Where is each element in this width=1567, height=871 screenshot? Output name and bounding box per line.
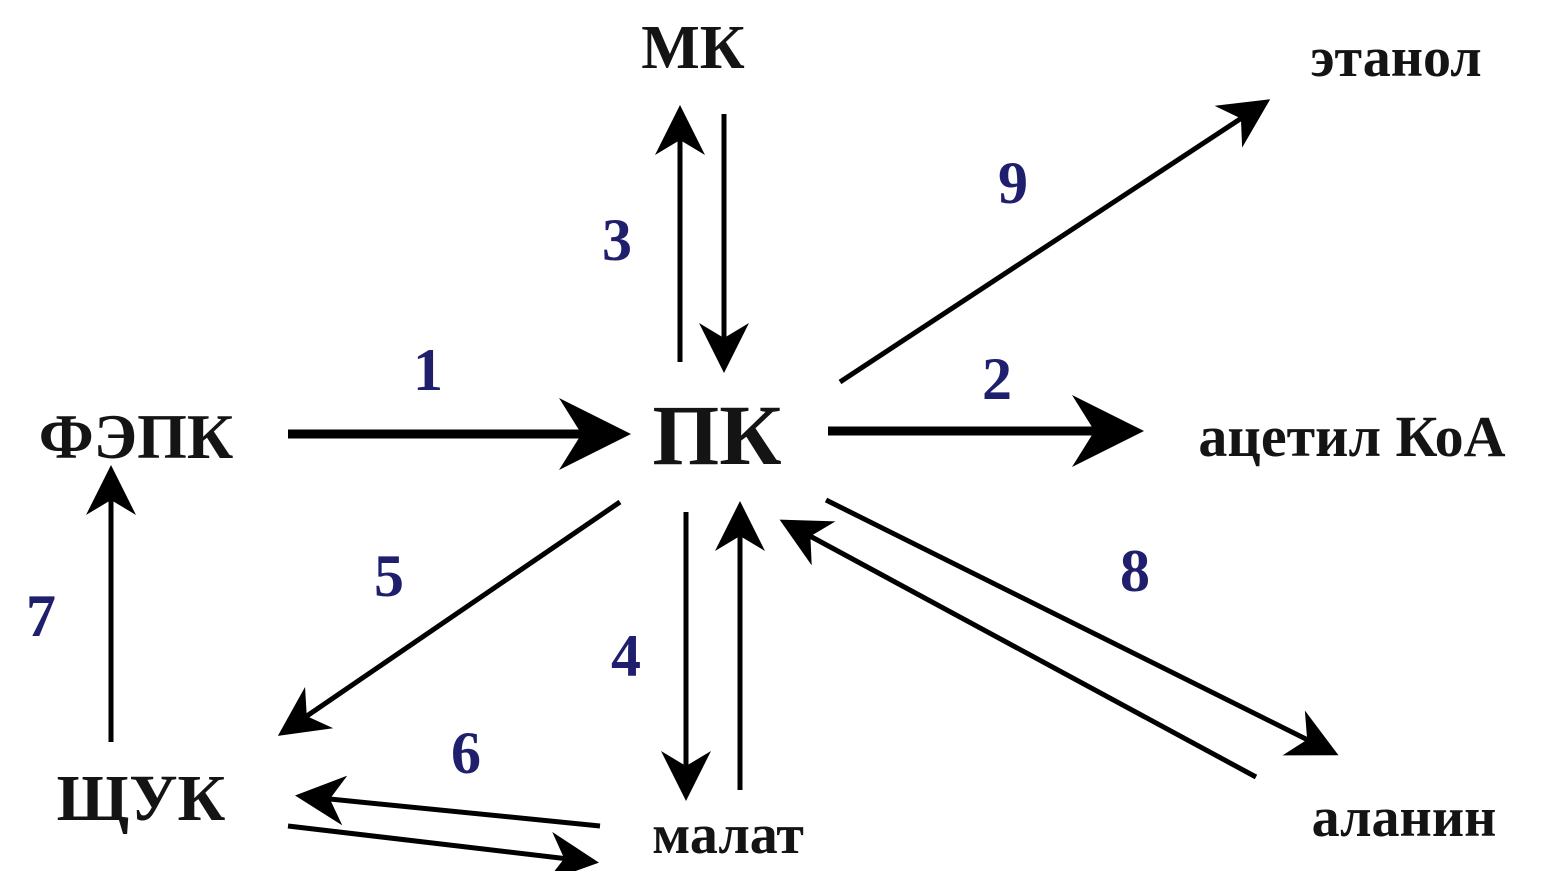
step-number-8: 8 [1120,538,1150,604]
node-malate: малат [652,804,804,866]
step-number-7: 7 [26,583,56,649]
step-numbers: 1 2 3 4 5 6 7 8 9 [26,150,1150,786]
arrow-alanine-to-pk [779,519,1258,780]
node-alanine: аланин [1312,787,1497,849]
step-number-6: 6 [451,720,481,786]
node-fepk: ФЭПК [39,401,234,472]
node-ethanol: этанол [1310,27,1481,89]
arrow-malate-to-shchuk [295,775,601,829]
node-acetyl-coa: ацетил КоА [1198,404,1505,469]
step-number-9: 9 [998,150,1028,216]
node-pk: ПК [652,387,781,483]
step-number-4: 4 [611,623,641,689]
arrow-shchuk-to-malate [287,823,599,871]
step-number-2: 2 [982,346,1012,412]
arrows [86,99,1339,871]
step-number-5: 5 [374,543,404,609]
step-number-1: 1 [413,337,443,403]
arrow-pk-to-shchuk [277,499,622,736]
arrow-pk-to-alanine [824,497,1339,756]
node-shchuk: ЩУК [57,762,226,835]
arrow-pk-to-ethanol [838,99,1271,385]
step-number-3: 3 [602,207,632,273]
node-labels: МК этанол ФЭПК ПК ацетил КоА ЩУК малат а… [39,14,1506,866]
node-mk: МК [641,14,745,82]
